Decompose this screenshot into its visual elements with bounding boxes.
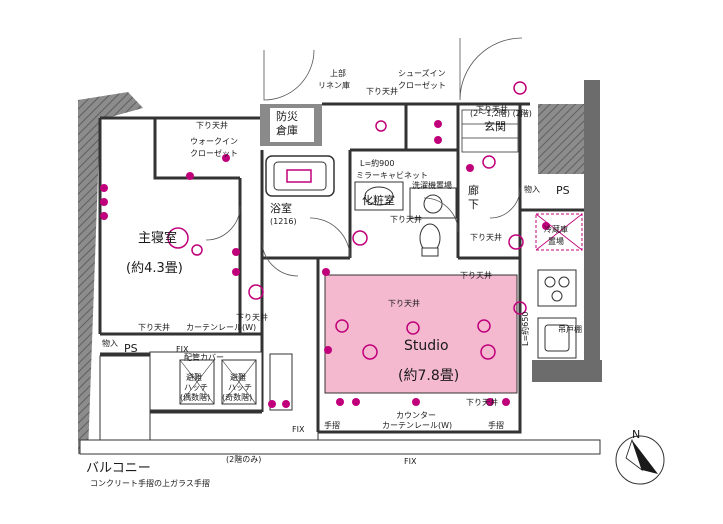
toilet: [419, 223, 441, 257]
ceiling-window: 下り天井: [466, 397, 498, 407]
only-2f-label: (2階のみ): [226, 454, 261, 464]
bedroom-size: (約4.3畳): [126, 261, 183, 276]
powder-room: 化粧室: [362, 193, 395, 207]
shoes-label-1: シューズイン: [398, 68, 446, 78]
wic-label-2: クローゼット: [190, 148, 238, 158]
kitchen-sink: [537, 317, 577, 359]
storage-left-label: 物入: [102, 338, 118, 348]
kitchen-tag: 吊戸棚: [558, 324, 582, 334]
fridge-label-1: 冷蔵庫: [544, 224, 568, 234]
linen-label-1: 上部: [330, 68, 346, 78]
hatch2-label-2: ハッチ: [228, 383, 252, 392]
ceiling-entrance: 下り天井: [476, 104, 508, 114]
ps-left-label: PS: [124, 342, 138, 355]
corridor-label-2: 下: [468, 198, 479, 211]
dimension-650: L=約650: [520, 312, 530, 346]
washer-label: 洗濯機置場: [412, 180, 452, 190]
ps-right-label: PS: [556, 184, 570, 197]
studio-title: Studio: [404, 338, 449, 354]
balcony-area: [79, 351, 601, 455]
ceiling-studio: 下り天井: [388, 298, 420, 308]
hatch1-label-2: ハッチ: [184, 383, 208, 392]
hatch2-label-1: 避難: [230, 372, 246, 382]
corridor-label-1: 廊: [468, 183, 479, 197]
compass-label: N: [632, 428, 640, 441]
curtain-rail-bedroom: カーテンレール(W): [186, 323, 256, 332]
ceiling-wic: 下り天井: [196, 120, 228, 130]
counter-label: カウンター: [396, 411, 436, 420]
hatch1-label-1: 避難: [186, 372, 202, 382]
entrance-step: [461, 109, 519, 153]
hatch2-label-3: (奇数階): [222, 392, 252, 402]
storage-label-2: 倉庫: [276, 123, 298, 137]
balcony-label: バルコニー: [86, 461, 151, 476]
ceiling-corridor: 下り天井: [470, 232, 502, 242]
mirror-label-1: L=約900: [360, 158, 394, 168]
ceiling-bedroom-bottom: 下り天井: [138, 322, 170, 332]
bath-size: (1216): [270, 217, 297, 226]
ceiling-powder: 下り天井: [390, 214, 422, 224]
kitchen-stove: [537, 269, 577, 307]
studio-area: [324, 274, 518, 394]
fix-left-label: FIX: [176, 345, 189, 354]
storage-right-label: 物入: [524, 184, 540, 194]
mirror-label-2: ミラーキャビネット: [356, 171, 428, 180]
interior-walls: [98, 102, 584, 434]
entrance-label: 玄関: [484, 119, 506, 133]
handrail-right: 手摺: [488, 420, 504, 430]
fix-right-label: FIX: [292, 425, 305, 434]
hatch1-label-3: (偶数階): [180, 392, 210, 402]
compass-icon: [615, 435, 665, 485]
linen-label-2: リネン庫: [318, 80, 350, 90]
washer-space: [409, 187, 457, 219]
bath-title: 浴室: [270, 201, 292, 215]
ceiling-kitchen: 下り天井: [460, 270, 492, 280]
wic-label-1: ウォークイン: [190, 137, 238, 146]
ceiling-linen: 下り天井: [366, 86, 398, 96]
handrail-left: 手摺: [324, 420, 340, 430]
bedroom-title: 主寝室: [138, 230, 177, 246]
pipe-cover-label: 配管カバー: [184, 352, 224, 362]
ceiling-bedroom-right: 下り天井: [236, 312, 268, 322]
studio-size: (約7.8畳): [398, 368, 459, 384]
shoes-label-2: クローゼット: [398, 80, 446, 90]
outlet-dots: [100, 120, 550, 408]
fridge-space: [535, 213, 583, 251]
light-fixtures: [167, 81, 527, 360]
size-range: (2～1,2階) (2階): [470, 108, 532, 118]
fridge-label-2: 置場: [548, 236, 564, 246]
washbasin: [354, 181, 404, 211]
door-swings: [205, 37, 523, 277]
curtain-rail-studio: カーテンレール(W): [382, 421, 452, 430]
bathtub: [265, 155, 335, 197]
balcony-note: コンクリート手摺の上ガラス手摺: [90, 478, 210, 488]
outer-walls: [78, 80, 602, 454]
storage-label-1: 防災: [276, 109, 298, 123]
fix-bottom-label: FIX: [404, 457, 417, 466]
